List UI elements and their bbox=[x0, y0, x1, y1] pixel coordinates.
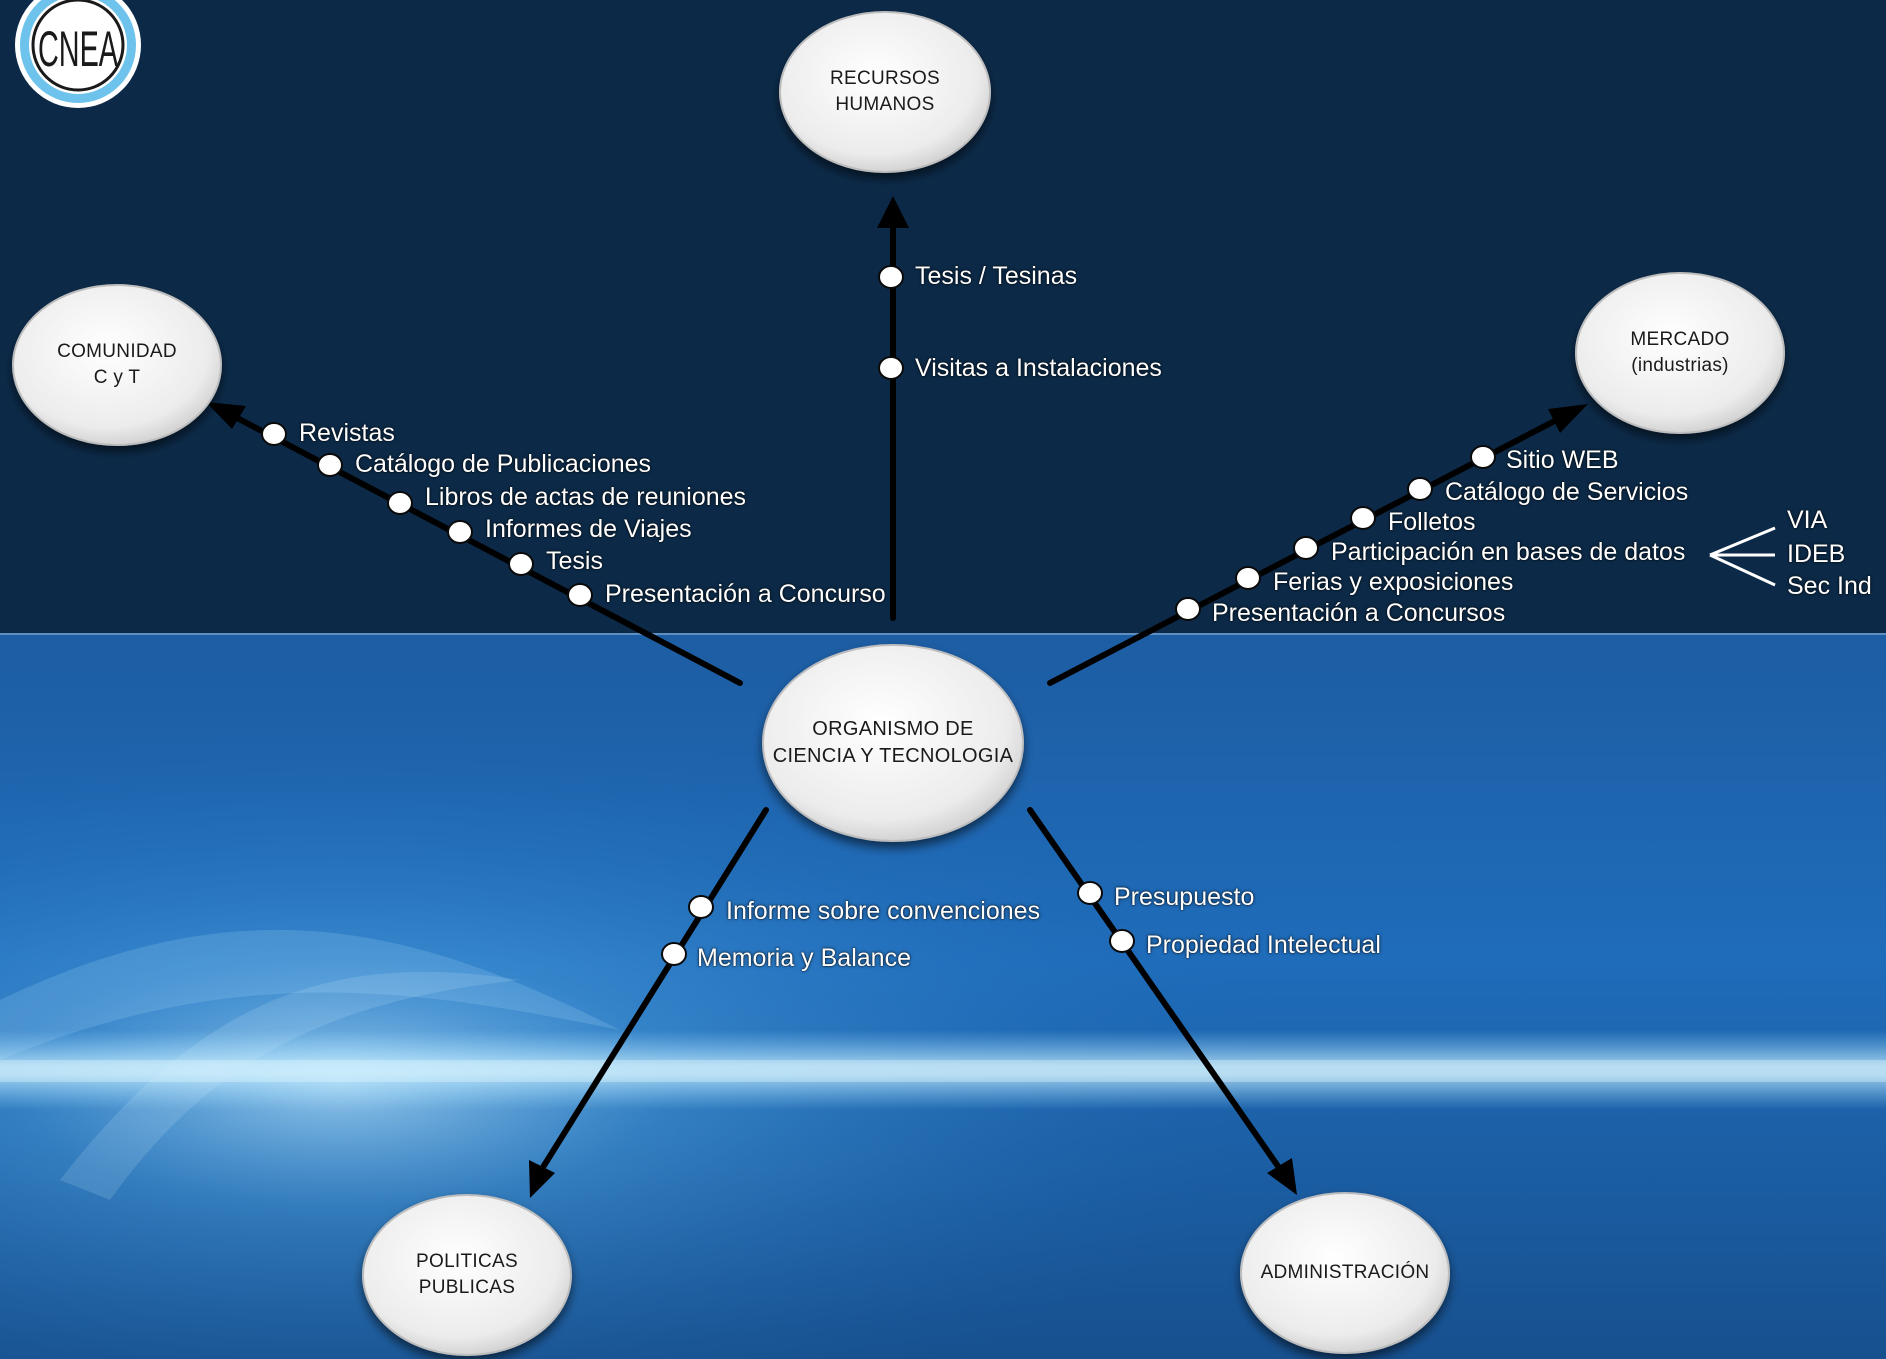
node-center-shape bbox=[762, 644, 1024, 842]
node-center: ORGANISMO DE CIENCIA Y TECNOLOGIA bbox=[772, 718, 1014, 767]
node-recursos-shape bbox=[779, 11, 991, 173]
node-recursos: RECURSOS HUMANOS bbox=[829, 68, 941, 115]
item-comunidad-3: Libros de actas de reuniones bbox=[425, 483, 747, 511]
item-mercado-1: Sitio WEB bbox=[1506, 446, 1619, 474]
item-administracion-1: Presupuesto bbox=[1114, 883, 1255, 911]
arrow-politicas-head bbox=[529, 1160, 555, 1198]
item-comunidad-4: Informes de Viajes bbox=[485, 515, 692, 543]
arrow-comunidad-line bbox=[219, 407, 743, 686]
item-mercado-2: Catálogo de Servicios bbox=[1445, 478, 1689, 506]
database-ideb: IDEB bbox=[1787, 540, 1846, 568]
dot-mercado-6 bbox=[1175, 597, 1201, 621]
item-mercado-4: Participación en bases de datos bbox=[1331, 538, 1686, 566]
item-comunidad-5: Tesis bbox=[546, 547, 603, 575]
light-swirl-2 bbox=[60, 971, 520, 1200]
arrow-mercado-head bbox=[1548, 404, 1588, 433]
item-comunidad-1: Revistas bbox=[299, 419, 395, 447]
item-recursos-1: Tesis / Tesinas bbox=[915, 262, 1078, 290]
arrow-comunidad-head bbox=[206, 402, 246, 429]
item-politicas-1: Informe sobre convenciones bbox=[726, 897, 1041, 925]
item-recursos-2: Visitas a Instalaciones bbox=[915, 354, 1162, 382]
item-administracion-2: Propiedad Intelectual bbox=[1146, 931, 1381, 959]
arrow-politicas-line bbox=[537, 807, 769, 1175]
node-politicas-shape bbox=[362, 1194, 572, 1356]
database-via: VIA bbox=[1787, 506, 1828, 534]
item-mercado-6: Presentación a Concursos bbox=[1212, 599, 1506, 627]
database-fan bbox=[1709, 526, 1776, 587]
dot-mercado-1 bbox=[1470, 445, 1496, 469]
item-mercado-5: Ferias y exposiciones bbox=[1273, 568, 1514, 596]
dot-comunidad-6 bbox=[567, 583, 593, 607]
cnea-logo: CNEA bbox=[15, 0, 141, 108]
light-streak-core bbox=[0, 1060, 1886, 1082]
dot-administracion-1 bbox=[1077, 881, 1103, 905]
dot-mercado-3 bbox=[1350, 506, 1376, 530]
light-swirl bbox=[0, 929, 620, 1060]
database-sec-ind: Sec Ind bbox=[1787, 572, 1872, 600]
node-comunidad: COMUNIDAD C y T bbox=[57, 341, 177, 388]
dot-comunidad-3 bbox=[387, 491, 413, 515]
node-comunidad-shape bbox=[12, 284, 222, 446]
node-politicas: POLITICAS PUBLICAS bbox=[416, 1251, 518, 1298]
node-mercado: MERCADO (industrias) bbox=[1630, 329, 1730, 376]
item-comunidad-2: Catálogo de Publicaciones bbox=[355, 450, 652, 478]
item-mercado-3: Folletos bbox=[1388, 508, 1476, 536]
dot-recursos-1 bbox=[878, 265, 904, 289]
item-comunidad-6: Presentación a Concurso bbox=[605, 580, 886, 608]
dot-administracion-2 bbox=[1109, 929, 1135, 953]
item-politicas-2: Memoria y Balance bbox=[697, 944, 911, 972]
dot-recursos-2 bbox=[878, 356, 904, 380]
dot-politicas-1 bbox=[688, 895, 714, 919]
node-mercado-shape bbox=[1575, 272, 1785, 434]
dot-politicas-2 bbox=[661, 942, 687, 966]
dot-comunidad-4 bbox=[447, 520, 473, 544]
node-administracion-shape bbox=[1240, 1192, 1450, 1354]
arrow-recursos-head bbox=[877, 196, 909, 228]
node-administracion: ADMINISTRACIÓN bbox=[1260, 1262, 1430, 1284]
logo-text: CNEA bbox=[38, 21, 118, 77]
dot-mercado-2 bbox=[1407, 477, 1433, 501]
dot-comunidad-1 bbox=[261, 422, 287, 446]
dot-comunidad-2 bbox=[317, 453, 343, 477]
arrow-administracion-line bbox=[1027, 807, 1285, 1175]
dot-comunidad-5 bbox=[508, 552, 534, 576]
light-streak bbox=[0, 1030, 1886, 1110]
dot-mercado-5 bbox=[1235, 566, 1261, 590]
arrow-administracion-head bbox=[1267, 1158, 1297, 1195]
dot-mercado-4 bbox=[1293, 536, 1319, 560]
